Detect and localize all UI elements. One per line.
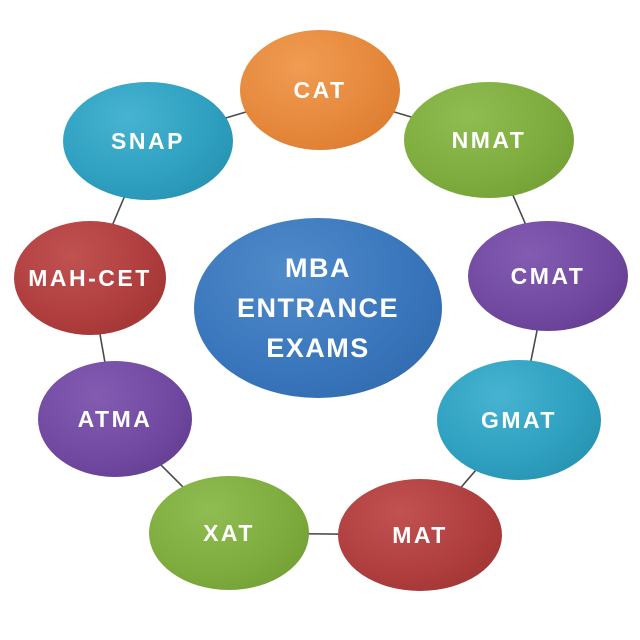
node-atma: ATMA: [38, 361, 192, 477]
node-xat-label: XAT: [203, 519, 255, 546]
center-label-line-2: ENTRANCE: [236, 293, 399, 323]
node-mat-label: MAT: [392, 521, 448, 548]
node-mah-cet-label: MAH-CET: [28, 264, 152, 291]
node-mah-cet: MAH-CET: [14, 221, 166, 335]
node-gmat: GMAT: [437, 360, 601, 480]
node-snap: SNAP: [63, 82, 233, 200]
node-cmat-label: CMAT: [510, 262, 586, 289]
node-cmat: CMAT: [468, 221, 628, 331]
node-nmat: NMAT: [404, 82, 574, 198]
center-label-line-1: MBA: [284, 253, 351, 283]
node-nmat-label: NMAT: [451, 126, 527, 153]
node-mat: MAT: [338, 479, 502, 591]
node-center-label: MBA ENTRANCE EXAMS: [237, 248, 399, 368]
node-xat: XAT: [149, 476, 309, 590]
node-snap-label: SNAP: [111, 127, 185, 154]
center-label-line-3: EXAMS: [266, 333, 370, 363]
connector-ring-path: [89, 89, 549, 536]
node-atma-label: ATMA: [77, 405, 153, 432]
node-cat: CAT: [240, 30, 400, 150]
node-center-mba-entrance-exams: MBA ENTRANCE EXAMS: [194, 218, 442, 398]
node-cat-label: CAT: [293, 76, 347, 103]
node-gmat-label: GMAT: [480, 406, 557, 433]
